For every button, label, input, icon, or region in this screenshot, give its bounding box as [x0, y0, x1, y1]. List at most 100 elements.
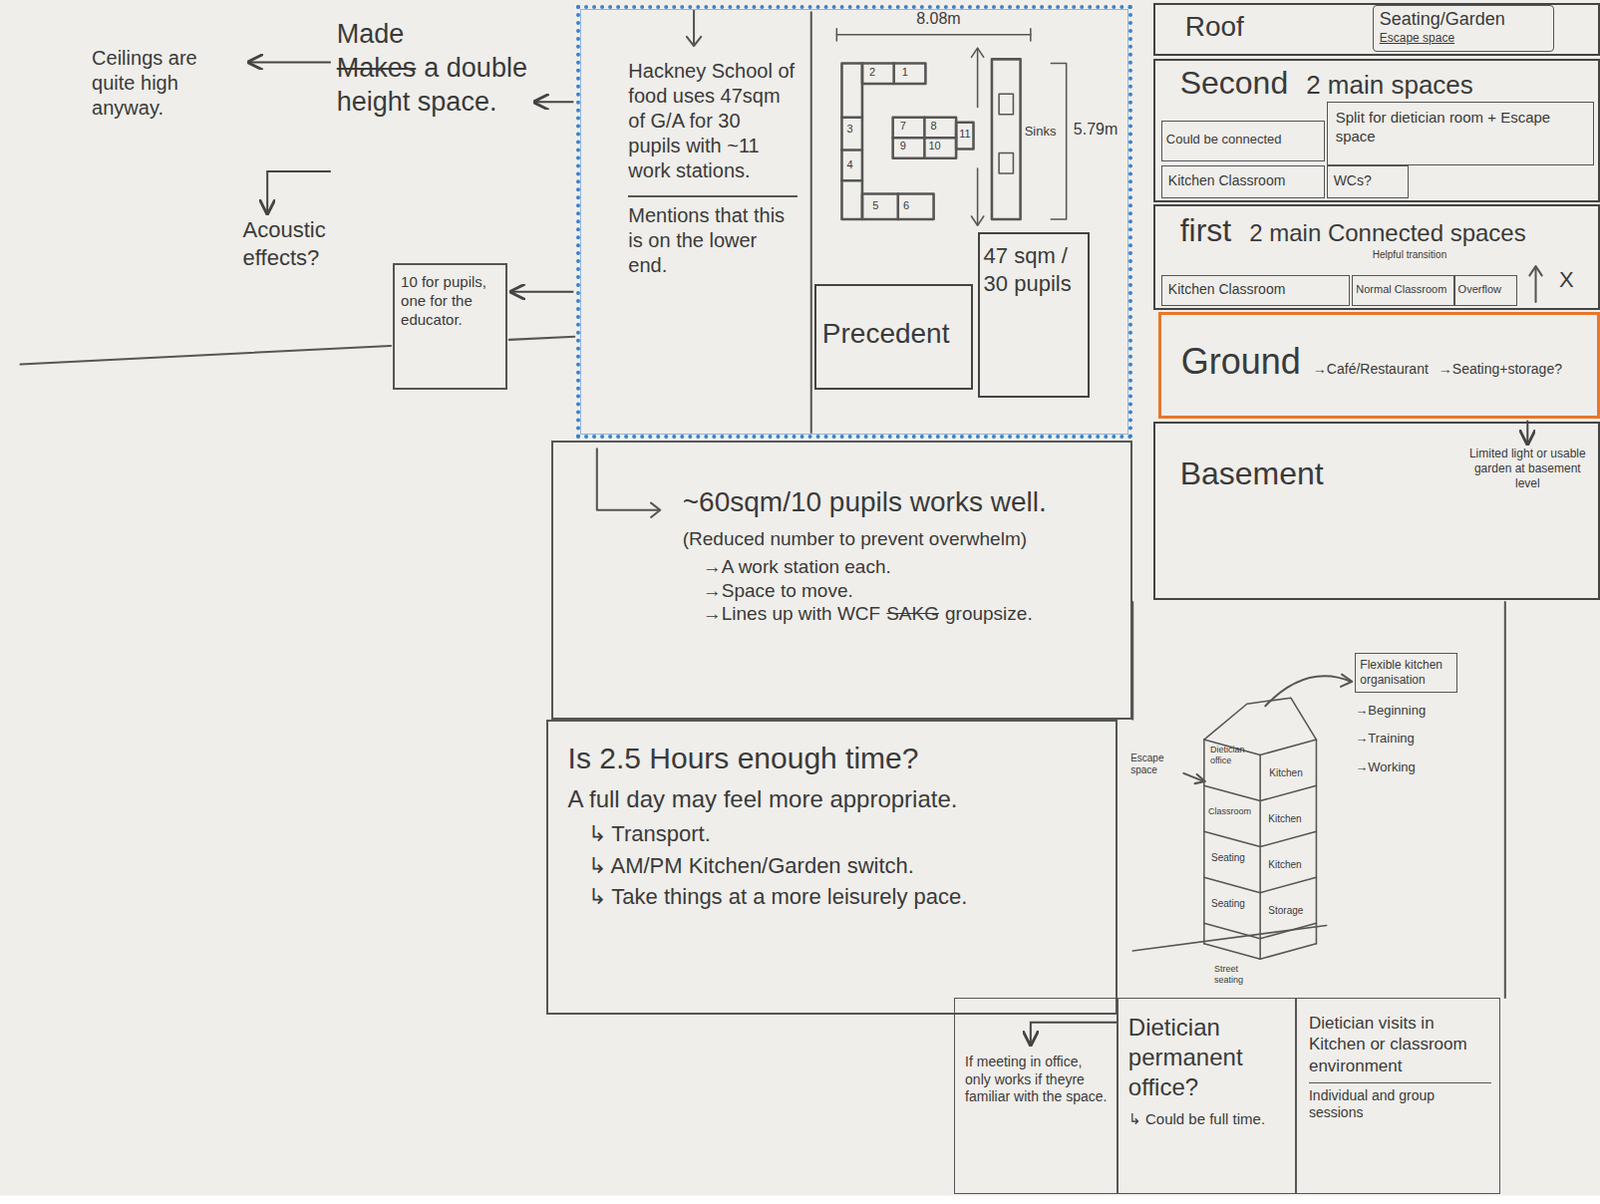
- floor-use-box: Kitchen Classroom: [1161, 275, 1350, 307]
- note-text: Dietician permanent office?: [1128, 1012, 1287, 1103]
- callout-number: 8: [931, 119, 938, 133]
- area-box: 47 sqm / 30 pupils: [977, 232, 1091, 398]
- note-text-block: Acoustic effects?: [243, 216, 361, 272]
- floor-use-box: Overflow: [1454, 275, 1518, 307]
- note-text: Kitchen Classroom: [1168, 172, 1318, 191]
- pointer-arrow: [1534, 267, 1537, 303]
- note-label: Helpful transition: [1372, 249, 1447, 262]
- note-text: Ground: [1181, 340, 1301, 382]
- pointer-arrow: [1265, 675, 1351, 706]
- note-text: →Beginning: [1354, 702, 1457, 719]
- note-text: →Space to move.: [702, 579, 1121, 604]
- photo-margin: [0, 1196, 1600, 1204]
- dimension-label: 5.79m: [1073, 120, 1118, 139]
- note-text: Individual and group sessions: [1308, 1082, 1492, 1123]
- building-sketch: [1132, 697, 1326, 960]
- note-text: Precedent: [822, 316, 968, 351]
- pointer-arrow: [1340, 674, 1352, 687]
- sketch-label: Street seating: [1214, 963, 1266, 985]
- divider-line: [509, 336, 576, 340]
- building-sketch: [1204, 697, 1317, 740]
- floor-plan-sketch: [970, 216, 983, 226]
- note-text: 2 main spaces: [1305, 69, 1474, 100]
- callout-number: 9: [900, 139, 907, 153]
- pointer-arrow: [1529, 266, 1542, 276]
- note-text: Dietician visits in Kitchen or classroom…: [1308, 1012, 1492, 1077]
- note-text: Hackney School of food uses 47sqm of G/A…: [628, 58, 798, 184]
- dimension-label: 8.08m: [916, 9, 960, 28]
- floor-plan-sketch: [862, 193, 935, 220]
- list-box: Flexible kitchen organisation →Beginning →…: [1354, 652, 1457, 776]
- note-text: Acoustic effects?: [243, 216, 361, 272]
- pointer-arrow: [597, 448, 659, 510]
- floor-plan-sketch: [862, 62, 926, 83]
- note-text: Limited light or usable garden at baseme…: [1467, 446, 1589, 492]
- note-text: →Working: [1354, 759, 1457, 776]
- note-text: 10 for pupils, one for the educator.: [400, 273, 500, 329]
- divider-line: [810, 11, 813, 433]
- connector-arrow: [511, 291, 575, 294]
- pointer-arrow: [650, 503, 660, 518]
- note-text: Seating/Garden: [1379, 7, 1548, 31]
- sketch-layer: [0, 9, 1600, 1204]
- floor-plan-sketch: [956, 122, 973, 150]
- callout-number: 2: [869, 65, 876, 79]
- callout-number: 11: [959, 127, 970, 141]
- divider-line: [19, 345, 391, 364]
- floor-use-box: Normal Classroom: [1351, 275, 1454, 307]
- callout-number: 3: [847, 122, 854, 136]
- plan-label: Sinks: [1024, 124, 1057, 140]
- floor-plan-sketch: [836, 33, 1030, 36]
- floor-plan-sketch: [970, 47, 983, 57]
- note-text: →A work station each.: [702, 555, 1121, 580]
- floor-plan-sketch: [1029, 28, 1032, 41]
- divider-line: [1504, 602, 1507, 998]
- floor-plan-sketch: [991, 58, 1021, 220]
- sketch-label: Storage: [1268, 905, 1303, 918]
- floor-plan-sketch: [998, 153, 1013, 174]
- floor-plan-sketch: [1050, 62, 1066, 220]
- connector-arrow: [1030, 1022, 1118, 1046]
- floor-row: Second 2 main spacesCould be connected Spl…: [1153, 58, 1600, 202]
- connector-arrow: [534, 100, 574, 103]
- callout-number: 6: [903, 199, 910, 213]
- sketch-label: Seating: [1211, 852, 1246, 865]
- sketch-label: Escape space: [1130, 752, 1182, 776]
- connector-arrow: [249, 60, 331, 63]
- precedent-panel: Hackney School of food uses 47sqm of G/A…: [576, 4, 1133, 439]
- building-sketch: [1259, 754, 1262, 960]
- floor-plan-sketch: [841, 62, 862, 220]
- floor-plan-sketch: [841, 115, 862, 119]
- floor-plan-sketch: [976, 168, 979, 225]
- note-text: Is 2.5 Hours enough time?: [568, 739, 1106, 778]
- building-sketch: [1132, 925, 1326, 952]
- pointer-arrow: [686, 36, 701, 46]
- sketch-label: Kitchen: [1268, 813, 1301, 826]
- note-text-block: Limited light or usable garden at baseme…: [1467, 446, 1589, 492]
- note-text: Second: [1180, 64, 1289, 101]
- divider-line: [19, 11, 1505, 998]
- floor-use-box: Split for dietician room + Escape space: [1326, 101, 1595, 165]
- note-text: Kitchen Classroom: [1168, 281, 1343, 300]
- connector-group: [249, 61, 1529, 1045]
- floor-row: BasementLimited light or usable garden a…: [1153, 421, 1600, 601]
- note-text: first: [1180, 212, 1233, 249]
- note-panel: Is 2.5 Hours enough time?A full day may …: [546, 719, 1118, 1016]
- note-text: →Lines up with WCF: [702, 603, 881, 625]
- sketch-label: Dietician office: [1210, 744, 1258, 766]
- note-text: Flexible kitchen organisation: [1354, 652, 1457, 693]
- note-text-block: MadeMakesa double height space.: [336, 17, 531, 119]
- note-text: ↳ AM/PM Kitchen/Garden switch.: [588, 852, 1106, 881]
- floor-plan-sketch: [841, 179, 862, 183]
- floor-plan-sketch: [976, 48, 979, 107]
- note-text: Normal Classroom: [1355, 283, 1450, 298]
- note-text: Makes: [336, 52, 417, 83]
- floor-use-box: Could be connected: [1161, 120, 1325, 162]
- connector-arrow: [1526, 420, 1529, 445]
- pointer-arrow: [597, 9, 1543, 784]
- note-text: 2 main Connected spaces: [1249, 219, 1527, 247]
- floor-use-box: WCs?: [1326, 165, 1409, 199]
- callout-number: 4: [847, 158, 854, 172]
- note-text: Split for dietician room + Escape space: [1335, 108, 1586, 147]
- note-text: Mentions that this is on the lower end.: [628, 195, 798, 279]
